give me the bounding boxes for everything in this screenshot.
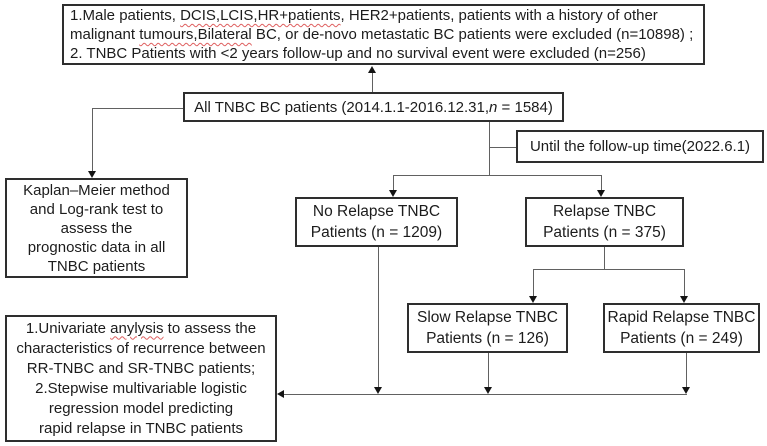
- connector-to-relapse: [601, 175, 602, 190]
- connector-slow-rapid-split: [533, 269, 685, 270]
- connector-rapid-down: [686, 353, 687, 387]
- analysis-line-2: characteristics of recurrence between: [16, 339, 266, 357]
- connector-cohort-to-km-horizontal: [92, 108, 183, 109]
- all-tnbc-cohort-box: All TNBC BC patients (2014.1.1-2016.12.3…: [183, 92, 564, 122]
- analysis-line-6: rapid relapse in TNBC patients: [39, 419, 243, 437]
- connector-relapse-stem: [604, 247, 605, 269]
- km-line: prognostic data in all: [27, 238, 166, 256]
- analysis-line-4: 2.Stepwise multivariable logistic: [35, 379, 247, 397]
- arrow-down-to-km: [88, 171, 96, 178]
- followup-time-box: Until the follow-up time(2022.6.1): [516, 130, 764, 163]
- connector-to-slow: [533, 269, 534, 296]
- exclusion-line2-misspelled: tumours,Bilateral: [139, 26, 252, 43]
- analysis-methods-box: 1.Univariate anylysis to assess the char…: [5, 315, 277, 442]
- connector-relapse-split: [393, 175, 602, 176]
- exclusion-line2-text-end: BC, or de-novo metastatic BC patients we…: [251, 26, 694, 43]
- cohort-label: All TNBC BC patients (2014.1.1-2016.12.3…: [194, 99, 553, 116]
- arrow-down-to-rapid: [680, 296, 688, 303]
- slow-relapse-box: Slow Relapse TNBC Patients (n = 126): [407, 303, 568, 353]
- cohort-n-value: = 1584): [497, 98, 553, 116]
- km-line: assess the: [60, 219, 133, 237]
- connector-collector: [284, 394, 687, 395]
- arrow-up-to-exclusion: [368, 66, 376, 73]
- followup-label: Until the follow-up time(2022.6.1): [529, 138, 751, 155]
- slow-relapse-line1: Slow Relapse TNBC: [417, 309, 558, 326]
- arrow-down-to-no-relapse: [389, 190, 397, 197]
- analysis-line-3: RR-TNBC and SR-TNBC patients;: [26, 359, 256, 377]
- arrow-down-to-slow: [529, 296, 537, 303]
- slow-relapse-count: Patients (n = 126): [426, 330, 549, 347]
- rapid-relapse-line1: Rapid Relapse TNBC: [607, 309, 756, 326]
- rapid-relapse-count: Patients (n = 249): [620, 330, 743, 347]
- cohort-text: All TNBC BC patients (2014.1.1-2016.12.3…: [194, 98, 490, 116]
- connector-cohort-to-exclusion: [372, 73, 373, 92]
- no-relapse-line1: No Relapse TNBC: [312, 203, 441, 220]
- km-line: TNBC patients: [47, 257, 146, 275]
- arrow-rapid-to-collector: [682, 387, 690, 394]
- relapse-count: Patients (n = 375): [543, 224, 666, 241]
- analysis-line1-text: 1.Univariate: [25, 319, 111, 337]
- exclusion-line-2: malignant tumours,Bilateral BC, or de-no…: [70, 25, 693, 44]
- arrow-slow-to-collector: [484, 387, 492, 394]
- exclusion-line1-misspelled: DCIS,LCIS,HR+patients: [180, 7, 341, 24]
- exclusion-line2-text: malignant: [70, 26, 140, 43]
- exclusion-line1-text-end: , HER2+patients, patients with a history…: [340, 7, 658, 24]
- exclusion-line-1: 1.Male patients, DCIS,LCIS,HR+patients, …: [70, 6, 658, 25]
- exclusion-line-3: 2. TNBC Patients with <2 years follow-up…: [70, 45, 646, 62]
- cohort-n-symbol: n: [489, 98, 498, 116]
- connector-cohort-stem: [489, 122, 490, 176]
- analysis-line-5: regression model predicting: [48, 399, 234, 417]
- relapse-line1: Relapse TNBC: [552, 203, 657, 220]
- no-relapse-count: Patients (n = 1209): [310, 224, 443, 241]
- km-line: Kaplan–Meier method: [23, 181, 170, 199]
- exclusion-line1-text: 1.Male patients,: [70, 7, 181, 24]
- analysis-line-1: 1.Univariate anylysis to assess the: [26, 319, 256, 339]
- connector-no-relapse-down: [378, 247, 379, 387]
- km-line: and Log-rank test to: [29, 200, 164, 218]
- arrow-left-to-analysis: [277, 390, 284, 398]
- connector-to-no-relapse: [393, 175, 394, 190]
- exclusion-criteria-box: 1.Male patients, DCIS,LCIS,HR+patients, …: [62, 4, 705, 65]
- arrow-down-to-relapse: [597, 190, 605, 197]
- relapse-box: Relapse TNBC Patients (n = 375): [525, 197, 684, 247]
- connector-cohort-to-km-vertical: [92, 108, 93, 171]
- analysis-line1-misspelled: anylysis: [110, 319, 164, 337]
- no-relapse-box: No Relapse TNBC Patients (n = 1209): [295, 197, 458, 247]
- connector-to-followup: [489, 147, 516, 148]
- kaplan-meier-method-box: Kaplan–Meier method and Log-rank test to…: [5, 178, 188, 278]
- connector-slow-down: [488, 353, 489, 387]
- arrow-no-relapse-to-collector: [374, 387, 382, 394]
- connector-to-rapid: [684, 269, 685, 296]
- analysis-line1-text-end: to assess the: [163, 319, 257, 337]
- rapid-relapse-box: Rapid Relapse TNBC Patients (n = 249): [603, 303, 760, 353]
